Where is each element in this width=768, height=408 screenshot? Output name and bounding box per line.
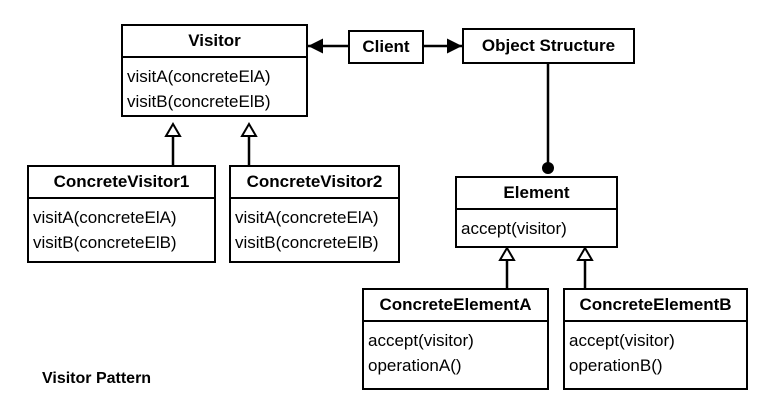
element-class: Element accept(visitor) [455,176,618,248]
concrete-visitor-1-class-name: ConcreteVisitor1 [29,167,214,199]
element-class-name: Element [457,178,616,210]
concrete-element-b-op-operation-b: operationB() [569,356,663,375]
concrete-element-a-class: ConcreteElementA accept(visitor) operati… [362,288,549,390]
concrete-visitor-1-op-visit-a: visitA(concreteElA) [33,208,177,227]
element-op-accept: accept(visitor) [461,219,567,238]
concrete-element-b-operations: accept(visitor) operationB() [565,322,746,378]
concrete-element-a-operations: accept(visitor) operationA() [364,322,547,378]
visitor-op-visit-b: visitB(concreteElB) [127,92,271,111]
concrete-element-a-class-name: ConcreteElementA [364,290,547,322]
concrete-element-b-class: ConcreteElementB accept(visitor) operati… [563,288,748,390]
concrete-element-a-inheritance-arrow [498,246,516,261]
diagram-caption: Visitor Pattern [42,370,152,387]
concrete-visitor-2-class: ConcreteVisitor2 visitA(concreteElA) vis… [229,165,400,263]
concrete-element-a-op-accept: accept(visitor) [368,331,474,350]
concrete-visitor-2-operations: visitA(concreteElA) visitB(concreteElB) [231,199,398,255]
aggregation-dot [542,162,554,174]
concrete-visitor-1-operations: visitA(concreteElA) visitB(concreteElB) [29,199,214,255]
concrete-visitor-1-class: ConcreteVisitor1 visitA(concreteElA) vis… [27,165,216,263]
client-box: Client [348,30,424,64]
visitor-class-operations: visitA(concreteElA) visitB(concreteElB) [123,58,306,114]
visitor-class: Visitor visitA(concreteElA) visitB(concr… [121,24,308,117]
visitor-class-name: Visitor [123,26,306,58]
concrete-element-a-op-operation-a: operationA() [368,356,462,375]
object-structure-box: Object Structure [462,28,635,64]
visitor-op-visit-a: visitA(concreteElA) [127,67,271,86]
concrete-visitor-2-class-name: ConcreteVisitor2 [231,167,398,199]
concrete-visitor-2-inheritance-arrow [240,122,258,137]
concrete-visitor-1-inheritance-arrow [164,122,182,137]
concrete-visitor-2-op-visit-b: visitB(concreteElB) [235,233,379,252]
concrete-element-b-class-name: ConcreteElementB [565,290,746,322]
concrete-element-b-inheritance-arrow [576,246,594,261]
element-class-operations: accept(visitor) [457,210,616,241]
concrete-element-b-op-accept: accept(visitor) [569,331,675,350]
concrete-visitor-2-op-visit-a: visitA(concreteElA) [235,208,379,227]
concrete-visitor-1-op-visit-b: visitB(concreteElB) [33,233,177,252]
